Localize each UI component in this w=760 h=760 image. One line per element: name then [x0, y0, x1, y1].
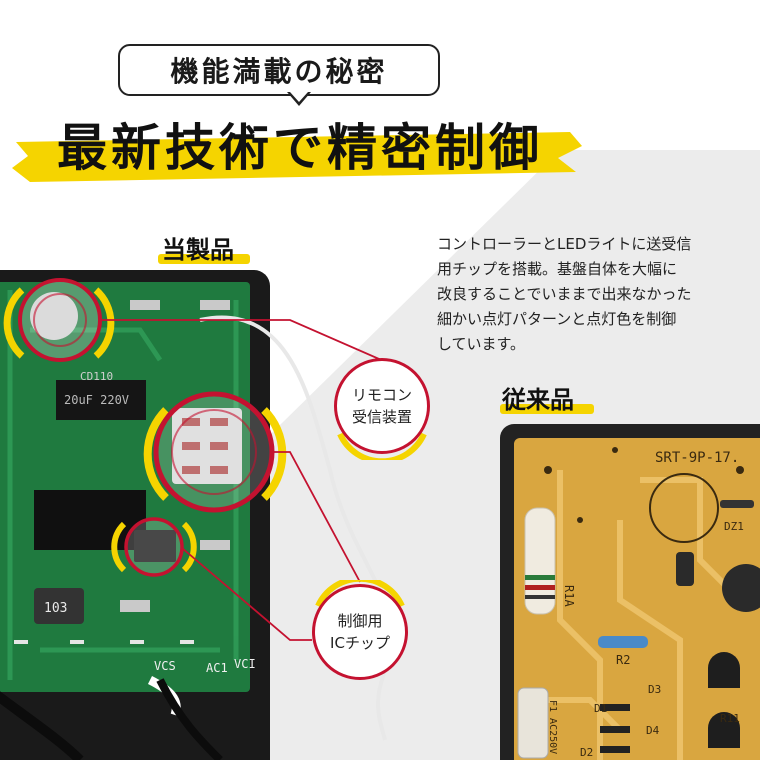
board-mark-r1a: R1A: [562, 585, 576, 607]
leader-line-receiver: [272, 451, 361, 583]
antenna-wire: [199, 315, 397, 741]
board-mark-103: 103: [44, 601, 67, 616]
description-line: コントローラーとLEDライトに送受信: [437, 235, 692, 253]
board-mark-r11: R11: [720, 712, 740, 725]
inductor: [34, 588, 84, 624]
description-line: 用チップを搭載。基盤自体を大幅に: [437, 260, 678, 278]
board-mark-cap: 20uF 220V: [64, 393, 129, 407]
subtitle-text: 機能満載の秘密: [170, 55, 388, 88]
callout-ic-line2: ICチップ: [330, 634, 390, 652]
board-mark-d4: D4: [646, 724, 660, 737]
highlight-ring-receiver: [143, 391, 287, 513]
highlight-ring-sensor: [3, 278, 115, 362]
callout-ic-chip: 制御用 ICチップ: [312, 584, 408, 680]
callout-remote-receiver: リモコン 受信装置: [334, 358, 430, 454]
receiver-module: [172, 408, 242, 484]
board-mark-dz1: DZ1: [724, 520, 744, 533]
board-mark-d3: D3: [648, 683, 661, 696]
ic-chip: [134, 530, 176, 562]
board-mark-vcs: VCS: [154, 659, 176, 673]
highlight-ring-ic: [111, 517, 197, 577]
description-line: 細かい点灯パターンと点灯色を制御: [437, 310, 677, 328]
product-description: コントローラーとLEDライトに送受信 用チップを搭載。基盤自体を大幅に 改良する…: [437, 232, 749, 357]
leader-line-receiver-top: [100, 319, 387, 363]
board-mark-fuse: F1 AC250V: [547, 700, 558, 754]
product-label-underline: [158, 254, 250, 264]
board-mark-d2: D2: [580, 746, 593, 759]
conventional-label: 従来品: [502, 386, 574, 414]
capacitor-black: [722, 564, 760, 612]
subtitle-bubble: 機能満載の秘密: [118, 44, 440, 96]
description-line: しています。: [437, 335, 526, 353]
ir-sensor: [30, 292, 78, 340]
board-mark-cd110: CD110: [80, 370, 113, 383]
callout-receiver-line2: 受信装置: [351, 408, 412, 426]
board-mark-model: SRT-9P-17.: [655, 450, 739, 466]
board-mark-d1: D1: [594, 702, 607, 715]
callout-receiver-line1: リモコン: [351, 386, 412, 404]
headline: 最新技術で精密制御: [57, 119, 543, 177]
headline-brush-stroke: [12, 132, 582, 182]
description-line: 改良することでいままで出来なかった: [437, 285, 692, 303]
callout-receiver-arc: [337, 432, 427, 460]
callout-ic-arc: [315, 580, 405, 608]
board-mark-vci: VCI: [234, 657, 256, 671]
board-mark-ac1: AC1: [206, 661, 228, 675]
leader-line-ic: [181, 547, 312, 641]
callout-ic-line1: 制御用: [337, 612, 383, 630]
conventional-label-underline: [500, 404, 594, 414]
board-mark-r2: R2: [616, 653, 630, 667]
product-label: 当製品: [162, 236, 234, 264]
resistor-small: [598, 636, 648, 648]
fuse: [517, 687, 549, 759]
